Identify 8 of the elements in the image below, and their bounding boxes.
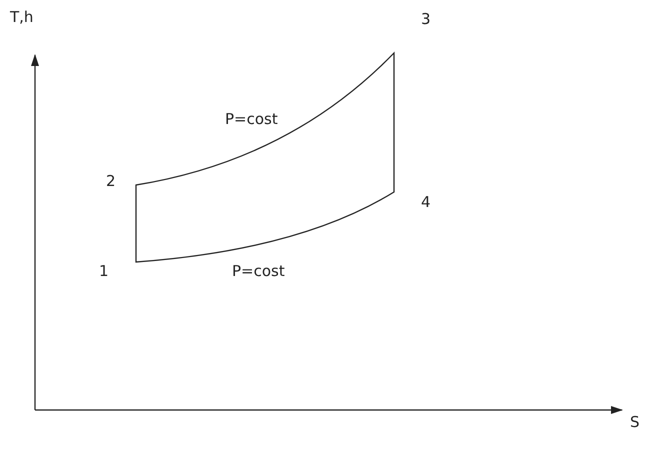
axis-label: T,h (10, 8, 34, 26)
curve-label: P=cost (225, 110, 278, 128)
point-label: 3 (421, 10, 431, 28)
axis-label: S (630, 413, 640, 431)
point-label: 2 (106, 172, 116, 190)
curve-label: P=cost (232, 262, 285, 280)
point-label: 1 (99, 262, 109, 280)
point-label: 4 (421, 193, 431, 211)
